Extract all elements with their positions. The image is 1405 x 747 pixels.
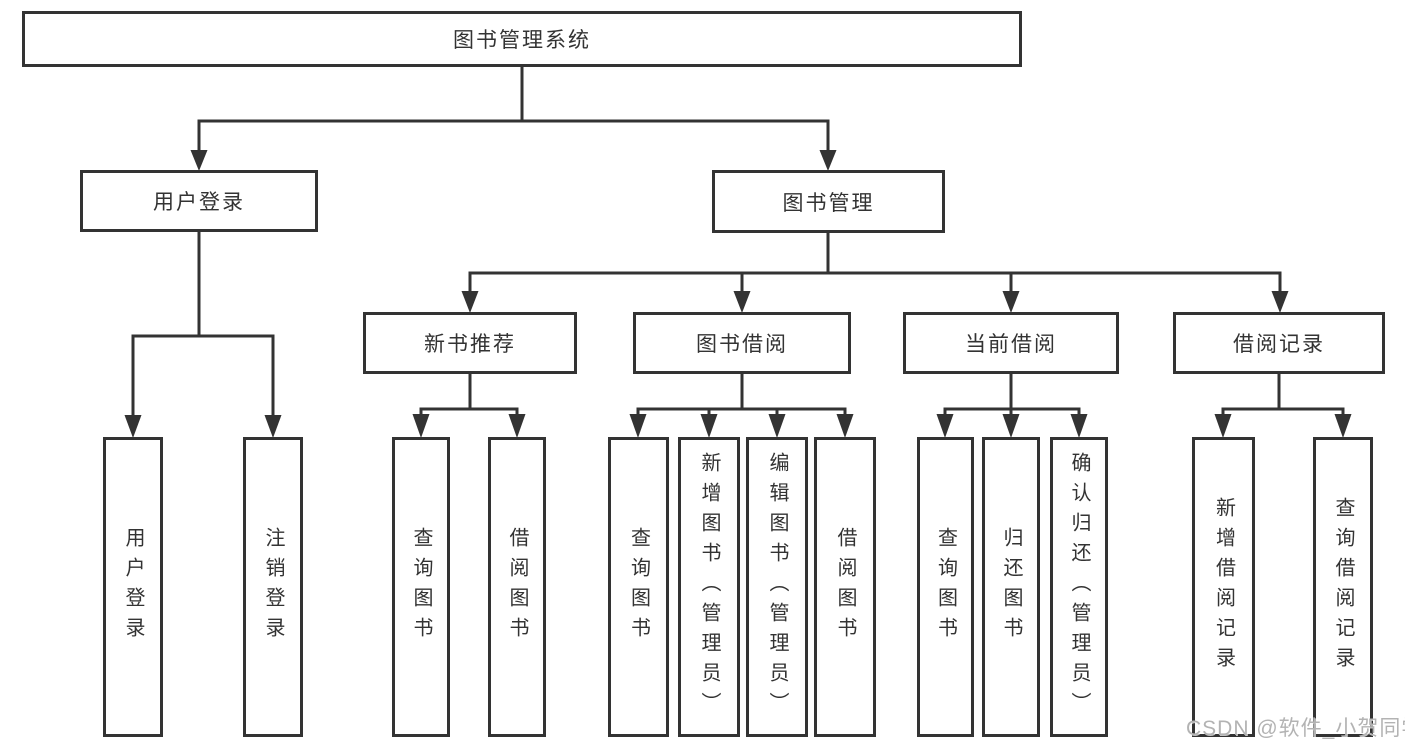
arrow-down-icon bbox=[1002, 291, 1020, 313]
leaf-logout: 注销登录 bbox=[243, 437, 303, 737]
leaf-edit-book-admin: 编辑图书（管理员） bbox=[746, 437, 808, 737]
connector-borrowing-records-to-leaves bbox=[1214, 374, 1352, 438]
leaf-label: 借阅图书 bbox=[834, 527, 856, 647]
arrow-down-icon bbox=[190, 150, 208, 171]
leaf-label: 借阅图书 bbox=[506, 527, 528, 647]
node-borrowing-records: 借阅记录 bbox=[1173, 312, 1385, 374]
arrow-down-icon bbox=[629, 414, 647, 438]
arrow-down-icon bbox=[1334, 414, 1352, 438]
leaf-label: 查询图书 bbox=[410, 527, 432, 647]
leaf-query-borrow-record: 查询借阅记录 bbox=[1313, 437, 1373, 737]
leaf-label: 编辑图书（管理员） bbox=[766, 452, 788, 722]
connector-book-borrowing-to-leaves bbox=[629, 374, 854, 438]
node-label: 借阅记录 bbox=[1233, 333, 1325, 356]
connector-new-book-rec-to-leaves bbox=[412, 374, 526, 438]
leaf-label: 查询借阅记录 bbox=[1332, 497, 1354, 677]
node-label: 新书推荐 bbox=[424, 333, 516, 356]
leaf-confirm-return-admin: 确认归还（管理员） bbox=[1050, 437, 1108, 737]
leaf-label: 查询图书 bbox=[627, 527, 650, 647]
node-label: 用户登录 bbox=[153, 191, 245, 214]
arrow-down-icon bbox=[700, 414, 718, 438]
arrow-down-icon bbox=[264, 415, 282, 438]
arrow-down-icon bbox=[1070, 414, 1088, 438]
arrow-down-icon bbox=[1214, 414, 1232, 438]
leaf-borrow-books-1: 借阅图书 bbox=[488, 437, 546, 737]
connector-user-login-to-leaves bbox=[124, 232, 282, 438]
node-book-management: 图书管理 bbox=[712, 170, 945, 233]
node-label: 图书管理系统 bbox=[453, 29, 591, 52]
leaf-query-books-2: 查询图书 bbox=[608, 437, 669, 737]
leaf-query-books-3: 查询图书 bbox=[917, 437, 974, 737]
connector-book-management-to-level3 bbox=[461, 233, 1289, 313]
leaf-label: 查询图书 bbox=[934, 527, 957, 647]
arrow-down-icon bbox=[412, 414, 430, 438]
connector-current-borrowing-to-leaves bbox=[936, 374, 1088, 438]
node-label: 图书管理 bbox=[782, 191, 875, 215]
arrow-down-icon bbox=[1002, 414, 1020, 438]
leaf-label: 新增借阅记录 bbox=[1212, 497, 1235, 677]
node-user-login: 用户登录 bbox=[80, 170, 318, 232]
leaf-return-books: 归还图书 bbox=[982, 437, 1040, 737]
leaf-add-borrow-record: 新增借阅记录 bbox=[1192, 437, 1255, 737]
leaf-user-login: 用户登录 bbox=[103, 437, 163, 737]
leaf-label: 归还图书 bbox=[1000, 527, 1022, 647]
leaf-add-book-admin: 新增图书（管理员） bbox=[678, 437, 740, 737]
connector-root-to-level2 bbox=[190, 67, 837, 171]
arrow-down-icon bbox=[124, 415, 142, 438]
leaf-label: 确认归还（管理员） bbox=[1068, 452, 1090, 722]
leaf-borrow-books-2: 借阅图书 bbox=[814, 437, 876, 737]
arrow-down-icon bbox=[836, 414, 854, 438]
leaf-label: 注销登录 bbox=[262, 527, 284, 647]
leaf-label: 用户登录 bbox=[122, 527, 144, 647]
leaf-query-books-1: 查询图书 bbox=[392, 437, 450, 737]
node-new-book-recommendation: 新书推荐 bbox=[363, 312, 577, 374]
node-library-management-system: 图书管理系统 bbox=[22, 11, 1022, 67]
arrow-down-icon bbox=[936, 414, 954, 438]
node-current-borrowing: 当前借阅 bbox=[903, 312, 1119, 374]
arrow-down-icon bbox=[508, 414, 526, 438]
leaf-label: 新增图书（管理员） bbox=[698, 452, 720, 722]
watermark: CSDN @软件_小贺同学 bbox=[1186, 717, 1405, 740]
arrow-down-icon bbox=[461, 291, 479, 313]
node-label: 图书借阅 bbox=[696, 333, 788, 356]
arrow-down-icon bbox=[768, 414, 786, 438]
arrow-down-icon bbox=[1271, 291, 1289, 313]
arrow-down-icon bbox=[819, 150, 837, 171]
arrow-down-icon bbox=[733, 291, 751, 313]
node-label: 当前借阅 bbox=[965, 333, 1057, 356]
node-book-borrowing: 图书借阅 bbox=[633, 312, 851, 374]
